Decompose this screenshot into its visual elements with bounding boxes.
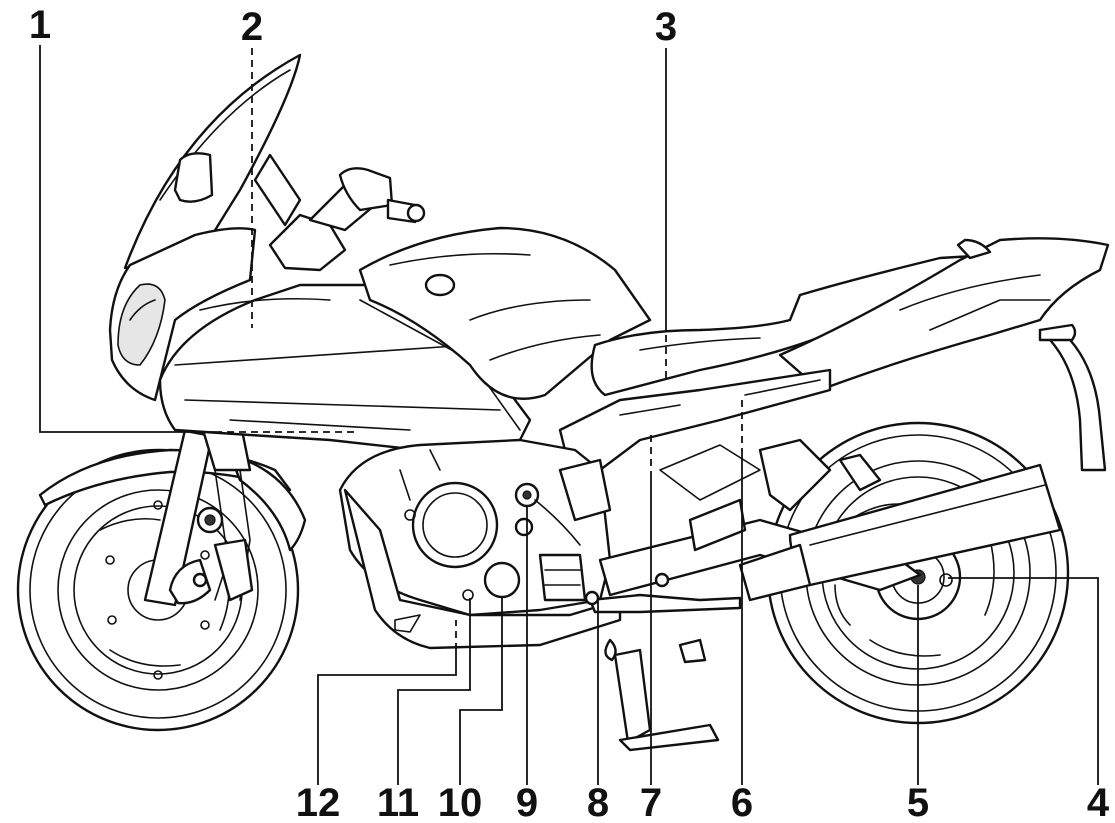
callout-2: 2 (241, 5, 263, 49)
callout-6: 6 (731, 781, 753, 823)
callout-8: 8 (587, 781, 609, 823)
handlebar (253, 153, 426, 272)
callout-4: 4 (1087, 781, 1110, 823)
callout-7: 7 (640, 781, 662, 823)
leader-11 (397, 598, 471, 785)
tail-cowl (778, 237, 1110, 392)
callout-12: 12 (296, 781, 341, 823)
fuel-tank (358, 226, 652, 400)
leader-10 (459, 597, 503, 785)
leader-1 (39, 45, 215, 433)
engine (338, 438, 612, 617)
callout-9: 9 (516, 781, 538, 823)
callout-11: 11 (377, 781, 419, 823)
callout-5: 5 (907, 781, 929, 823)
leader-4 (948, 577, 1099, 785)
leader-lines (39, 45, 1099, 785)
callout-3: 3 (655, 5, 677, 49)
callout-labels: 1 2 3 4 5 6 7 8 9 10 11 12 (29, 3, 1110, 823)
callout-10: 10 (438, 781, 483, 823)
callout-1: 1 (29, 3, 51, 47)
muffler (738, 463, 1062, 602)
leader-12 (317, 650, 457, 785)
motorcycle-illustration (16, 53, 1110, 752)
